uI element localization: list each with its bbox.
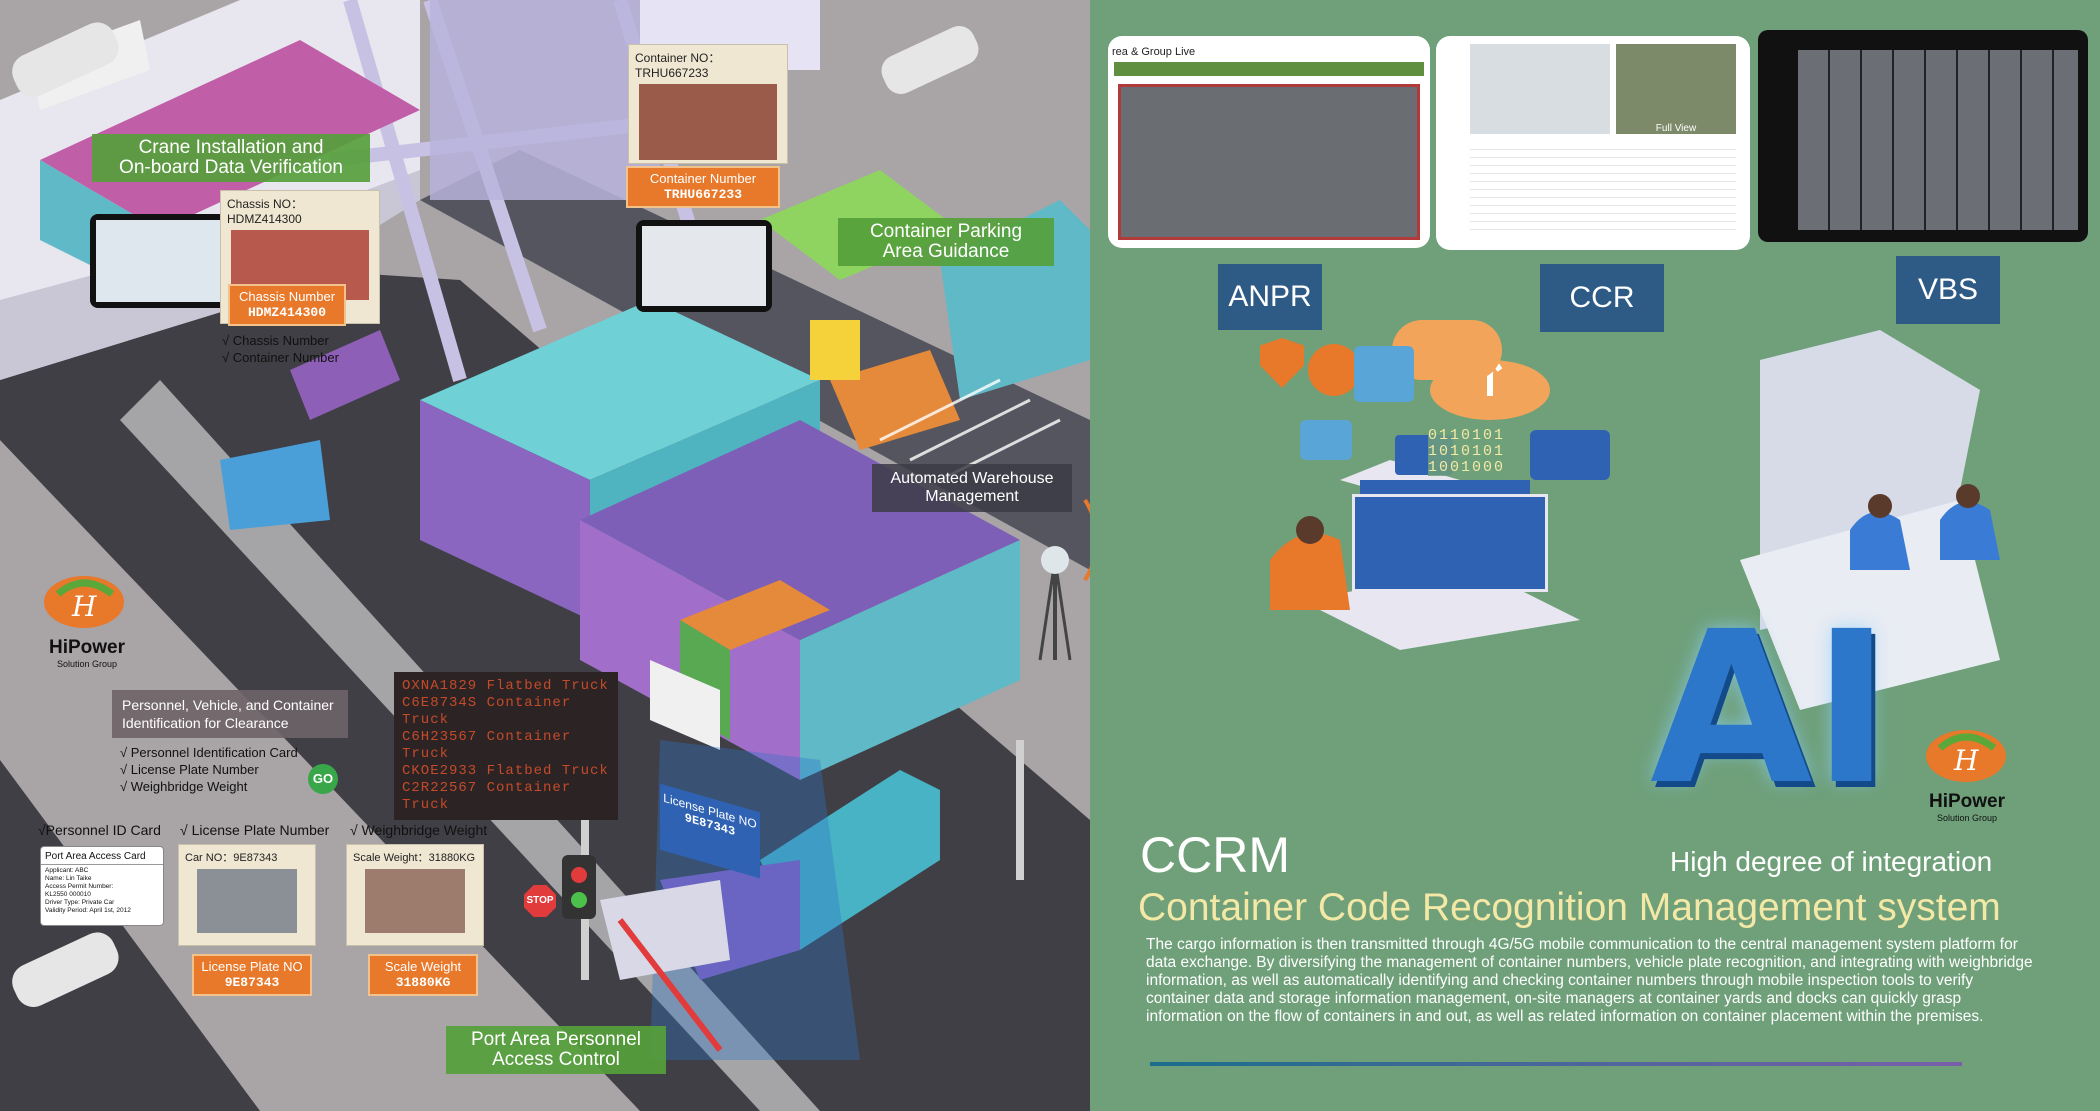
binary-stream: 0110101 1010101 1001000 — [1428, 427, 1506, 476]
vbs-tab: VBS — [1896, 256, 2000, 324]
weight-card-title: Scale Weight：31880KG — [353, 852, 476, 864]
led-line: CKOE2933 Flatbed Truck — [402, 763, 609, 779]
plate-tag-value: 9E87343 — [224, 975, 280, 990]
chassis-card-title: Chassis NO：HDMZ414300 — [227, 197, 304, 226]
hipower-logo-left: H HiPower Solution Group — [32, 572, 142, 669]
container-tag-value: TRHU667233 — [663, 187, 742, 202]
laptop-icon — [1530, 430, 1610, 480]
clearance-check-list: √ Personnel Identification Card √ Licens… — [120, 744, 298, 795]
anpr-menu-bar — [1114, 62, 1424, 76]
anpr-window-title: rea & Group Live — [1112, 46, 1196, 58]
anpr-video-grid — [1118, 84, 1420, 240]
plate-tag-label: License Plate NO — [201, 959, 303, 974]
check-item: √ Weighbridge Weight — [120, 779, 248, 794]
title-underline — [1150, 1062, 1962, 1066]
id-card-header: √Personnel ID Card — [38, 822, 161, 838]
led-vehicle-board: OXNA1829 Flatbed Truck C6E8734S Containe… — [394, 672, 618, 820]
led-line: C6H23567 Container Truck — [402, 729, 572, 762]
container-monitor — [636, 220, 772, 312]
weight-card-header: √ Weighbridge Weight — [350, 822, 488, 838]
plate-photo — [197, 869, 297, 933]
ai-title: AI — [1650, 586, 1891, 831]
ccr-screenshot: Full View — [1436, 36, 1750, 250]
ccr-data-table — [1470, 142, 1736, 232]
access-card-line: Driver Type: Private Car — [45, 899, 115, 906]
server-rack-icon — [1352, 494, 1548, 592]
led-line: OXNA1829 Flatbed Truck — [402, 678, 609, 694]
weighbridge-card: Scale Weight：31880KG — [346, 844, 484, 946]
ccr-tab: CCR — [1540, 264, 1664, 332]
ccrm-acronym: CCRM — [1140, 827, 1290, 883]
access-card-lines: Applicant: ABC Name: Lin Taike Access Pe… — [41, 865, 163, 917]
weight-photo — [365, 869, 465, 933]
chassis-number-tag: Chassis Number HDMZ414300 — [228, 284, 346, 326]
hipower-sub-right: Solution Group — [1936, 813, 1998, 823]
vbs-screenshot — [1758, 30, 2088, 242]
led-line: C6E8734S Container Truck — [402, 695, 572, 728]
ccr-truck-view — [1470, 44, 1610, 134]
hipower-logo-right: H HiPower Solution Group — [1912, 726, 2022, 823]
crane-verification-label: Crane Installation and On-board Data Ver… — [92, 134, 370, 182]
container-card-title: Container NO：TRHU667233 — [635, 51, 721, 80]
container-photo — [639, 84, 777, 160]
scale-weight-tag: Scale Weight 31880KG — [368, 954, 478, 996]
ccrm-tagline: High degree of integration — [1670, 846, 1993, 877]
vbs-camera-wall — [1798, 50, 2078, 230]
clearance-label: Personnel, Vehicle, and Container Identi… — [112, 690, 348, 738]
container-number-tag: Container Number TRHU667233 — [626, 166, 780, 208]
anpr-screenshot: rea & Group Live — [1108, 36, 1430, 248]
binary-line: 0110101 — [1428, 427, 1506, 444]
plate-card-header: √ License Plate Number — [180, 822, 330, 838]
crane-monitor-screen — [96, 220, 222, 302]
access-card-line: Validity Period: April 1st, 2012 — [45, 907, 131, 914]
svg-text:H: H — [1953, 744, 1979, 777]
hipower-brand-left: HiPower — [48, 637, 126, 658]
license-plate-card: Car NO：9E87343 — [178, 844, 316, 946]
hipower-brand-right: HiPower — [1928, 791, 2006, 812]
access-card-line: KL2550 000010 — [45, 891, 91, 898]
container-card: Container NO：TRHU667233 — [628, 44, 788, 164]
weight-tag-value: 31880KG — [395, 975, 451, 990]
svg-text:H: H — [71, 590, 97, 623]
access-card-title: Port Area Access Card — [41, 847, 163, 865]
chassis-check-list: √ Chassis Number √ Container Number — [222, 332, 339, 366]
chassis-tag-label: Chassis Number — [238, 289, 336, 304]
chassis-tag-value: HDMZ414300 — [247, 305, 326, 320]
access-card-line: Applicant: ABC — [45, 867, 89, 874]
hipower-mark-icon: H — [1926, 730, 2006, 782]
ccr-full-view: Full View — [1616, 44, 1736, 134]
ccrm-info-panel: rea & Group Live Full View ANPR CCR VBS — [1090, 0, 2100, 1111]
go-badge: GO — [308, 764, 338, 794]
crane-monitor — [90, 214, 228, 308]
hipower-sub-left: Solution Group — [56, 659, 118, 669]
license-plate-tag: License Plate NO 9E87343 — [192, 954, 312, 996]
check-item: √ License Plate Number — [120, 762, 259, 777]
port-illustration-panel: Crane Installation and On-board Data Ver… — [0, 0, 1090, 1111]
port-access-card: Port Area Access Card Applicant: ABC Nam… — [40, 846, 164, 926]
settings-folder-icon — [1354, 346, 1414, 402]
warehouse-management-label: Automated Warehouse Management — [872, 464, 1072, 512]
hipower-mark-icon: H — [44, 576, 124, 628]
anpr-tab: ANPR — [1218, 264, 1322, 330]
ccrm-description: The cargo information is then transmitte… — [1146, 936, 2033, 1025]
container-monitor-screen — [642, 226, 766, 306]
container-tag-label: Container Number — [649, 171, 757, 186]
ccrm-system-title: Container Code Recognition Management sy… — [1138, 886, 2001, 929]
plate-card-title: Car NO：9E87343 — [185, 852, 278, 864]
access-card-line: Access Permit Number: — [45, 883, 114, 890]
access-control-label: Port Area Personnel Access Control — [446, 1026, 666, 1074]
weight-tag-label: Scale Weight — [384, 959, 462, 974]
parking-guidance-label: Container Parking Area Guidance — [838, 218, 1054, 266]
check-item: √ Container Number — [222, 350, 339, 365]
led-line: C2R22567 Container Truck — [402, 780, 572, 813]
stop-sign: STOP — [524, 885, 556, 917]
access-card-line: Name: Lin Taike — [45, 875, 92, 882]
binary-line: 1010101 — [1428, 443, 1506, 460]
check-item: √ Personnel Identification Card — [120, 745, 298, 760]
binary-line: 1001000 — [1428, 459, 1506, 476]
check-item: √ Chassis Number — [222, 333, 329, 348]
